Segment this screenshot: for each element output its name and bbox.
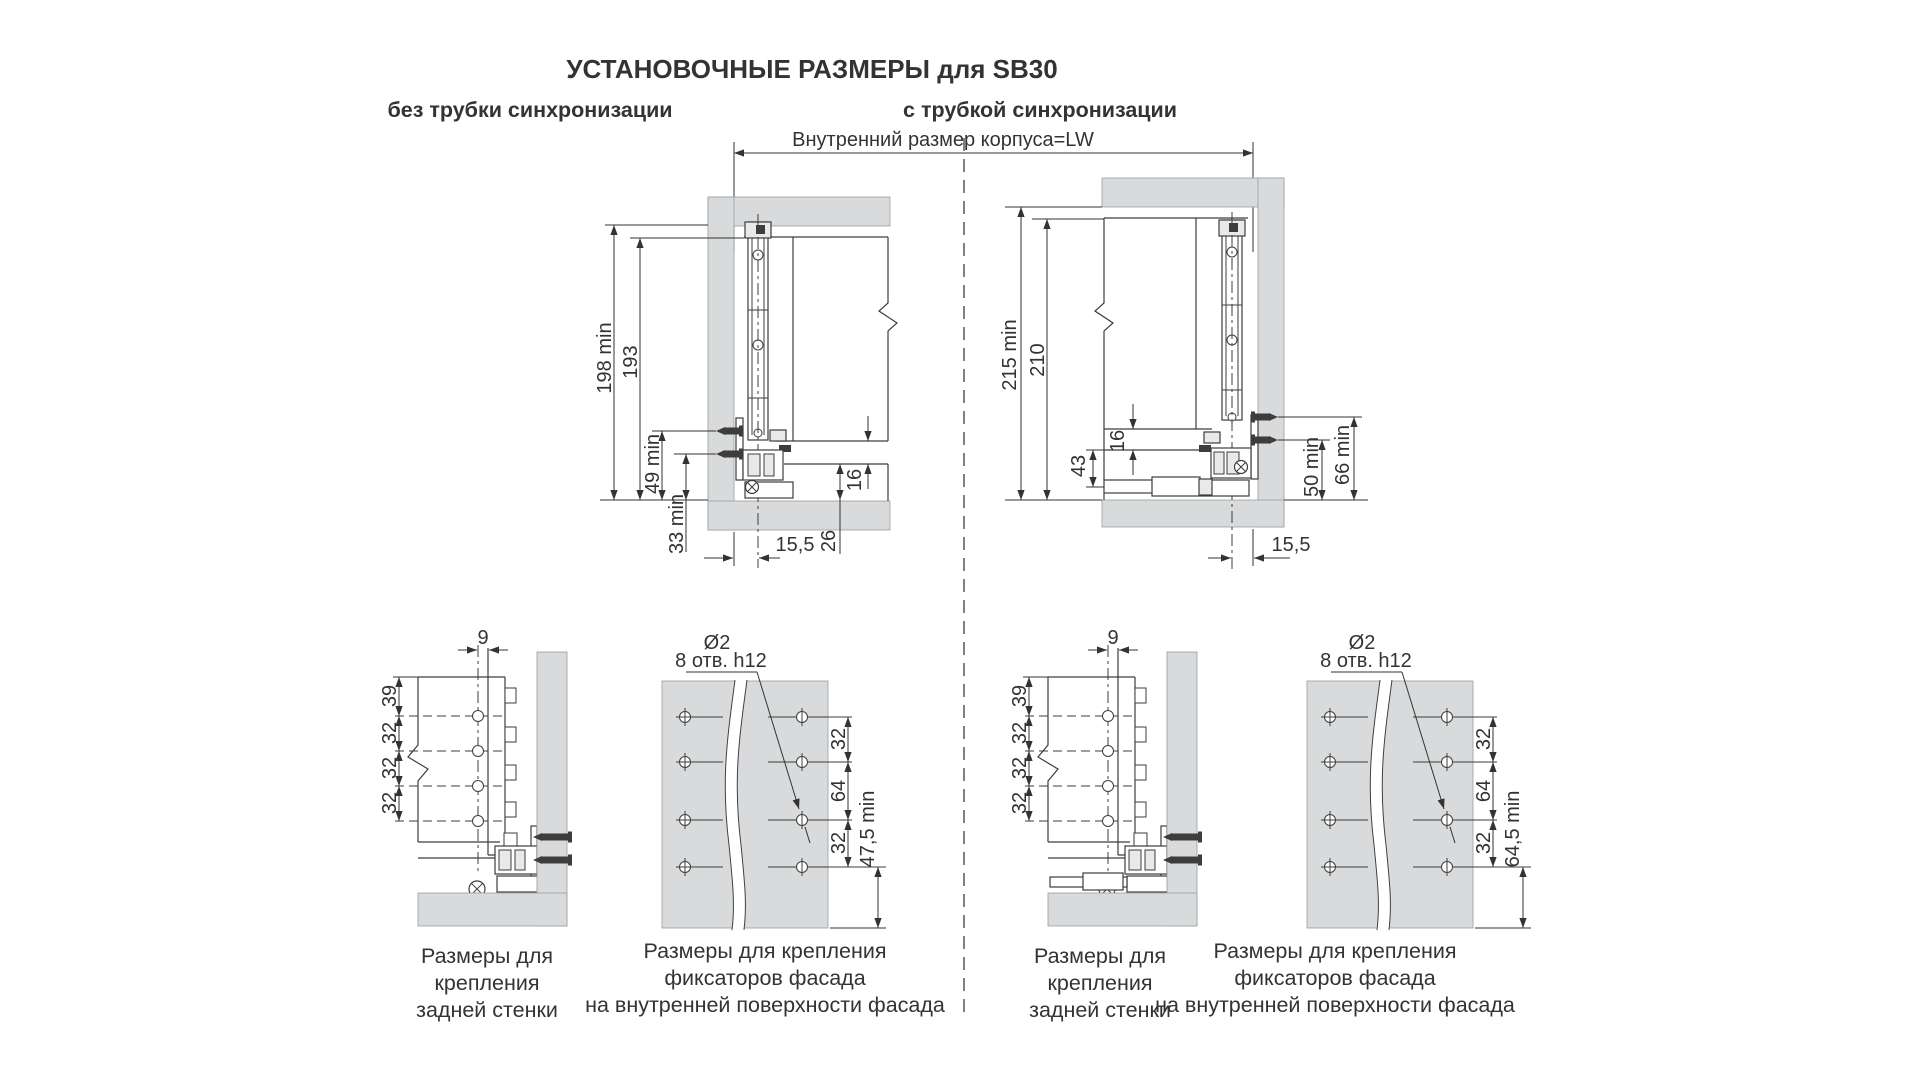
drill-holes-left-column <box>676 708 723 876</box>
cabinet-side-panel <box>707 196 735 531</box>
mounting-screw <box>1251 411 1278 423</box>
dim-cabinet-height-min: 215 min <box>999 319 1021 390</box>
caption-line: крепления <box>1048 971 1153 995</box>
dim-row-top: 39 <box>379 685 401 707</box>
mounting-screw <box>716 448 743 460</box>
subtitle-without-tube: без трубки синхронизации <box>387 98 672 122</box>
caption-line: Размеры для <box>1034 944 1166 968</box>
hole-diameter-label: Ø2 <box>704 632 731 654</box>
dim-lines-back-wall <box>393 646 508 821</box>
break-line <box>724 679 748 931</box>
subtitle-with-tube: с трубкой синхронизации <box>903 98 1177 122</box>
dim-hole-offset: 9 <box>477 627 488 649</box>
dim-bottom-clearance: 26 <box>818 530 840 552</box>
mounting-screw <box>1251 434 1278 446</box>
caption-line: задней стенки <box>1029 998 1171 1022</box>
cabinet-side-panel <box>1257 177 1285 528</box>
caption-line: на внутренней поверхности фасада <box>1155 993 1515 1017</box>
caption-facade-right: Размеры для крепления фиксаторов фасада … <box>1155 939 1515 1017</box>
caption-line: задней стенки <box>416 998 558 1022</box>
caption-back-wall-right: Размеры для крепления задней стенки <box>1029 944 1171 1022</box>
dim-lines-right-assembly <box>1005 206 1368 566</box>
dim-bottom-thickness: 16 <box>844 469 866 491</box>
facade-drill-drawing-with-tube <box>1307 632 1531 930</box>
dim-row-4: 32 <box>379 792 401 814</box>
dim-rail-offset: 15,5 <box>1272 534 1311 556</box>
caption-line: фиксаторов фасада <box>1234 966 1435 990</box>
dim-screw-upper: 49 min <box>642 434 664 494</box>
hook-tabs <box>503 687 518 852</box>
cabinet-bottom-panel <box>417 892 568 927</box>
dim-screw-lower: 50 min <box>1301 437 1323 497</box>
facade-drill-drawing: Ø2 8 отв. h12 32 64 32 <box>661 632 886 931</box>
dim-bottom-thickness: 16 <box>1107 430 1129 452</box>
dim-screw-upper: 66 min <box>1332 425 1354 485</box>
caption-facade-left: Размеры для крепления фиксаторов фасада … <box>585 939 945 1017</box>
dim-tube-clearance: 43 <box>1068 455 1090 477</box>
assembly-section-with-tube: 215 min 210 16 43 50 min 66 min 15,5 <box>999 177 1368 570</box>
cabinet-top-panel <box>1101 177 1285 208</box>
dim-edge-no-tube: 47,5 min <box>857 791 879 868</box>
rear-bracket <box>468 825 548 898</box>
caption-line: на внутренней поверхности фасада <box>585 993 945 1017</box>
dim-gap-3: 32 <box>828 832 850 854</box>
drawer-bottom-panel <box>1104 428 1212 451</box>
dim-lines-facade <box>830 717 886 929</box>
back-wall-drawing: 39 32 32 32 9 <box>379 627 572 927</box>
break-line <box>1094 218 1114 480</box>
caption-line: фиксаторов фасада <box>664 966 865 990</box>
assembly-section-no-tube: 198 min 193 49 min 33 min 16 26 15,5 <box>594 196 898 568</box>
dim-row-3: 32 <box>379 757 401 779</box>
dim-gap-2: 64 <box>828 780 850 802</box>
dim-rail-offset: 15,5 <box>776 534 815 556</box>
dim-gap-1: 32 <box>828 728 850 750</box>
caption-line: Размеры для крепления <box>643 939 886 963</box>
hole-diameter-callout: Ø2 8 отв. h12 <box>675 632 811 844</box>
dim-row-2: 32 <box>379 722 401 744</box>
mounting-screw <box>716 425 743 437</box>
cabinet-top-panel <box>707 196 891 227</box>
cabinet-side-panel <box>536 651 568 927</box>
dim-drawer-height: 210 <box>1027 343 1049 376</box>
dim-cabinet-height-min: 198 min <box>594 322 616 393</box>
mounting-screw <box>533 854 572 866</box>
drill-holes-right-column <box>768 708 886 876</box>
break-line <box>878 237 898 441</box>
cabinet-bottom-panel <box>707 500 891 531</box>
dim-drawer-height: 193 <box>620 345 642 378</box>
fastening-holes <box>472 710 484 827</box>
dim-edge-with-tube: 64,5 min <box>1502 791 1524 868</box>
cabinet-bottom-panel <box>1101 499 1285 528</box>
dim-lines-left-assembly <box>600 224 872 566</box>
drawer-bottom-panel <box>776 440 888 465</box>
hole-note-label: 8 отв. h12 <box>675 650 767 672</box>
mounting-screw <box>533 831 572 843</box>
caption-line: Размеры для крепления <box>1213 939 1456 963</box>
dim-screw-lower: 33 min <box>666 494 688 554</box>
caption-back-wall-left: Размеры для крепления задней стенки <box>416 944 558 1022</box>
caption-line: крепления <box>435 971 540 995</box>
front-bracket <box>1199 414 1259 497</box>
sync-tube <box>1049 872 1128 891</box>
caption-line: Размеры для <box>421 944 553 968</box>
lw-dimension-label: Внутренний размер корпуса=LW <box>792 129 1094 151</box>
sync-tube <box>1103 476 1213 497</box>
dim-inner-cabinet-width: Внутренний размер корпуса=LW <box>733 129 1254 252</box>
page-title: УСТАНОВОЧНЫЕ РАЗМЕРЫ для SB30 <box>566 54 1057 84</box>
